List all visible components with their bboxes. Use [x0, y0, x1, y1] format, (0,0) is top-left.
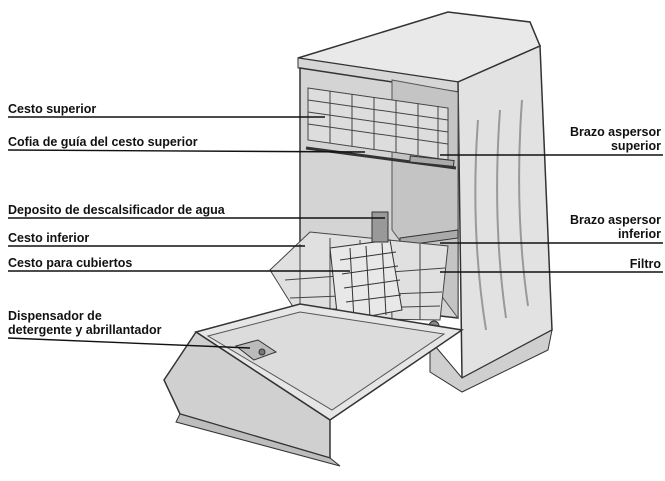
label-dispensador: Dispensador de detergente y abrillantado… — [8, 309, 162, 337]
detergent-dispenser — [234, 339, 278, 361]
side-curve-3 — [518, 99, 529, 307]
side-curve-2 — [496, 109, 507, 319]
label-brazo-aspersor-inferior: Brazo aspersor inferior — [569, 213, 661, 241]
upper-spray-arm — [409, 155, 455, 168]
label-filtro: Filtro — [629, 257, 661, 271]
upper-basket — [307, 87, 449, 161]
plinth — [429, 329, 553, 393]
door-front-edge — [163, 330, 331, 460]
dispenser-knob — [258, 348, 266, 356]
door-lower-edge — [175, 413, 341, 467]
label-cesto-superior: Cesto superior — [8, 102, 97, 116]
label-cesto-inferior: Cesto inferior — [8, 231, 90, 245]
side-curve-1 — [474, 119, 487, 331]
side-panel — [457, 44, 553, 380]
leader-cofia — [7, 149, 366, 153]
leader-dispensador — [7, 337, 251, 349]
label-brazo-aspersor-superior: Brazo aspersor superior — [569, 125, 661, 153]
label-cesto-cubiertos: Cesto para cubiertos — [8, 256, 133, 270]
cutlery-basket — [329, 211, 403, 323]
leader-lines — [7, 116, 663, 349]
label-deposito-descalsificador: Deposito de descalsificador de agua — [8, 203, 225, 217]
door-inner-panel — [206, 311, 446, 411]
label-cofia-guia: Cofia de guía del cesto superior — [8, 135, 198, 149]
